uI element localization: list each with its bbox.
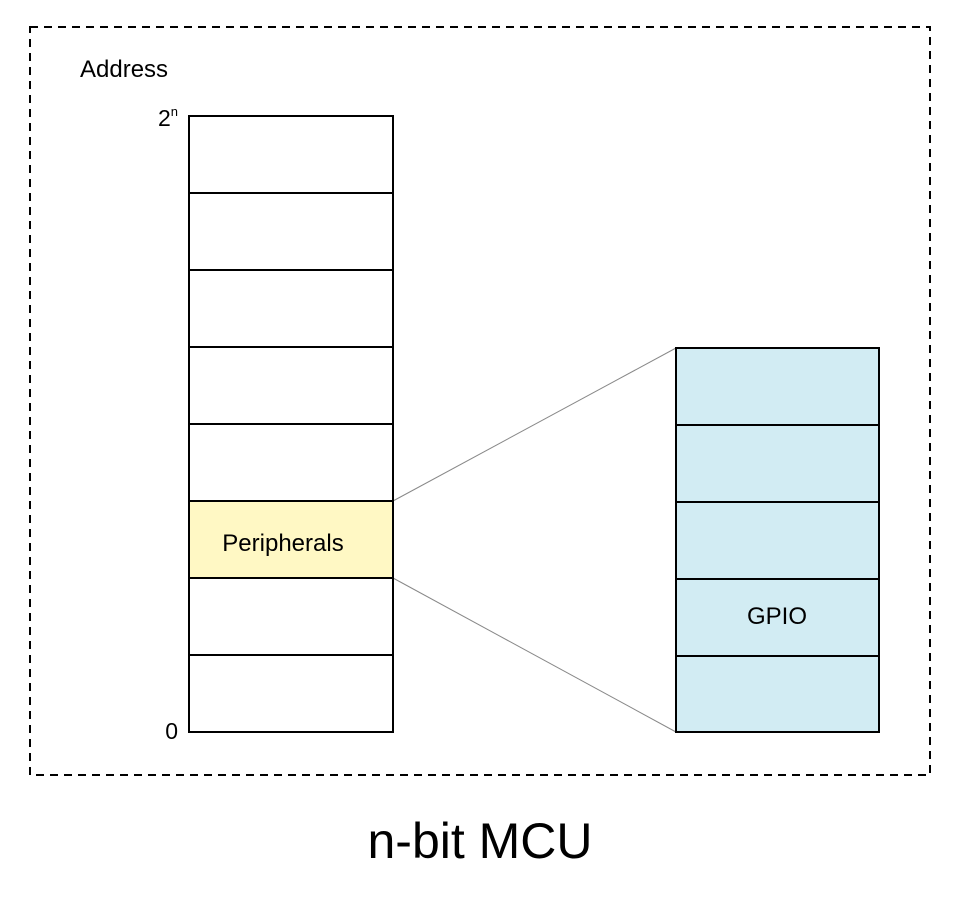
address-top-base: 2 [158,105,171,131]
memory-block [188,115,394,194]
address-top-exponent: n [171,104,178,119]
memory-block [188,423,394,502]
peripheral-block [675,424,880,503]
zoom-line-bottom [392,577,677,733]
address-top-label: 2n [158,104,178,131]
zoom-line-top [392,347,677,502]
gpio-label: GPIO [747,603,807,630]
memory-block [188,192,394,271]
memory-block [188,577,394,656]
memory-block [188,654,394,733]
peripheral-block [675,347,880,426]
address-bottom-label: 0 [165,718,178,744]
peripheral-block [675,501,880,580]
memory-map-column: Peripherals [188,115,394,733]
peripherals-label: Peripherals [222,530,343,557]
diagram-caption: n-bit MCU [367,813,593,869]
mcu-boundary [29,26,931,776]
peripheral-block [675,655,880,733]
peripherals-block [188,500,394,579]
gpio-block [675,578,880,657]
memory-block [188,269,394,348]
address-label: Address [80,56,168,83]
peripheral-map-column: GPIO [675,347,880,733]
memory-block [188,346,394,425]
